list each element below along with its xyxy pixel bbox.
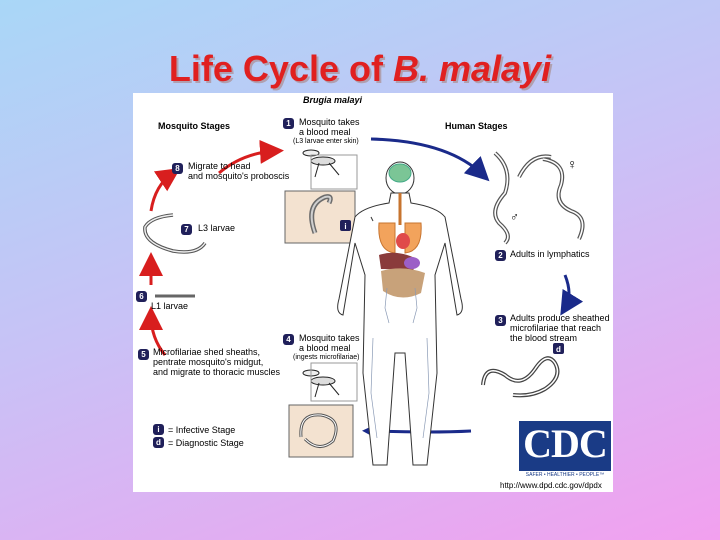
slide-title: Life Cycle of B. malayi	[0, 48, 720, 90]
l3-larva-step7	[143, 213, 207, 254]
step-1-line-3: (L3 larvae enter skin)	[293, 138, 359, 145]
human-stages-header: Human Stages	[445, 121, 508, 131]
step-8-line-1: Migrate to head	[188, 161, 251, 171]
source-url: http://www.dpd.cdc.gov/dpdx	[500, 481, 602, 490]
step-8-badge: 8	[172, 163, 183, 174]
step-4-line-3: (ingests microfilariae)	[293, 354, 360, 361]
stomach	[404, 257, 420, 269]
step-8-line-2: and mosquito's proboscis	[188, 171, 290, 181]
step-6-line-1: L1 larvae	[151, 301, 189, 311]
step-3-line-1: Adults produce sheathed	[510, 313, 610, 323]
step-4-line-1: Mosquito takes	[299, 333, 360, 343]
step-5-line-3: and migrate to thoracic muscles	[153, 367, 281, 377]
legend-infective-text: = Infective Stage	[168, 425, 236, 435]
step-4-line-2: a blood meal	[299, 343, 351, 353]
life-cycle-diagram: i d Brugia malayi Mosquito Stages Human …	[133, 93, 613, 492]
step-5-badge: 5	[138, 349, 149, 360]
arrow-1-to-2	[370, 137, 490, 182]
brain	[388, 163, 412, 183]
arrow-7-to-8	[149, 168, 181, 212]
step-1-badge: 1	[283, 118, 294, 129]
step-3-badge: 3	[495, 315, 506, 326]
cdc-tagline: SAFER • HEALTHIER • PEOPLE™	[525, 472, 605, 478]
mosquito-top	[302, 149, 340, 178]
step-1-line-1: Mosquito takes	[299, 117, 360, 127]
step-2-line-1: Adults in lymphatics	[510, 249, 590, 259]
legend-diagnostic-badge: d	[153, 437, 164, 448]
step-4-badge: 4	[283, 334, 294, 345]
infective-badge-step1: i	[344, 222, 346, 231]
microfilaria-inset	[288, 404, 354, 458]
cdc-logo-text: CDC	[523, 421, 608, 466]
step-5-line-1: Microfilariae shed sheaths,	[153, 347, 261, 357]
intestines	[381, 268, 425, 298]
slide-title-prefix: Life Cycle of	[168, 48, 393, 89]
mosquito-stages-header: Mosquito Stages	[158, 121, 231, 131]
step-7-badge: 7	[181, 224, 192, 235]
arrow-5-to-6	[139, 306, 167, 356]
step-3-line-3: the blood stream	[510, 333, 578, 343]
step-3-line-2: microfilariae that reach	[510, 323, 602, 333]
cdc-logo: CDC	[519, 421, 611, 471]
step-2-badge: 2	[495, 250, 506, 261]
male-symbol: ♂	[510, 210, 519, 224]
legend-diagnostic-text: = Diagnostic Stage	[168, 438, 244, 448]
legend-infective-badge: i	[153, 424, 164, 435]
diagram-graphics: i d	[139, 137, 585, 466]
step-5-line-2: pentrate mosquito's midgut,	[153, 357, 264, 367]
heart	[396, 233, 410, 249]
step-7-line-1: L3 larvae	[198, 223, 236, 233]
arrow-8-to-1	[218, 139, 284, 175]
female-symbol: ♀	[567, 156, 578, 172]
step-1-line-2: a blood meal	[299, 127, 351, 137]
sheathed-microfilaria	[481, 356, 560, 398]
step-6-badge: 6	[136, 291, 147, 302]
lymphatics	[370, 287, 430, 439]
diagram-title: Brugia malayi	[303, 95, 363, 105]
mosquito-bottom	[302, 369, 340, 398]
diagnostic-badge-step3: d	[556, 345, 561, 354]
arrow-2-to-3	[560, 274, 584, 316]
slide-title-species: B. malayi	[392, 48, 552, 89]
